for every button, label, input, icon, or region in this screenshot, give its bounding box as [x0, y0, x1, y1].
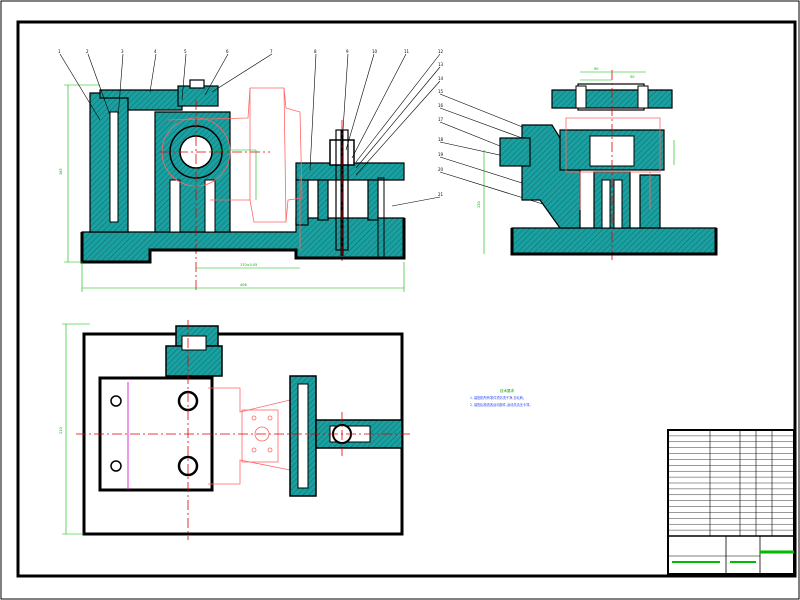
leader-line [341, 53, 349, 146]
dim-front-height: 185 [59, 168, 63, 175]
balloon-label: 11 [404, 49, 410, 54]
dim-side-top-a: 90 [594, 67, 598, 71]
balloon-label: 18 [438, 137, 444, 142]
balloon-label: 15 [438, 89, 444, 94]
leader-line [87, 53, 111, 116]
leader-line [355, 53, 441, 163]
side-dimensions: 90 50 130 [477, 67, 675, 254]
leader-line [345, 53, 375, 151]
plan-dimensions: 210 [59, 323, 90, 535]
balloon-label: 19 [438, 152, 444, 157]
balloon-label: 12 [438, 49, 444, 54]
leader-line [309, 53, 317, 171]
balloon-label: 20 [438, 167, 444, 172]
title-block [667, 429, 795, 575]
balloon-label: 8 [314, 49, 317, 54]
balloon-label: 2 [86, 49, 89, 54]
balloon-label: 3 [121, 49, 124, 54]
balloon-label: 4 [154, 49, 157, 54]
balloon-label: 21 [438, 192, 444, 197]
dim-front-width: 406 [240, 283, 247, 287]
balloon-label: 1 [58, 49, 61, 54]
dim-front-sub: 170±0.05 [240, 263, 257, 267]
inner-border [16, 20, 797, 578]
front-view [80, 79, 406, 290]
tech-req-line-2: 2. 装配后检查各运动部件,运动灵活无卡滞。 [470, 402, 532, 407]
leader-line [117, 53, 124, 119]
balloon-label: 9 [346, 49, 349, 54]
balloon-label: 7 [270, 49, 273, 54]
plan-view [76, 320, 410, 540]
leader-line [181, 53, 187, 101]
balloon-label: 14 [438, 76, 444, 81]
tech-req-line-1: 1. 装配前所有零件须清洗干净,去毛刺。 [470, 395, 526, 400]
balloon-label: 5 [184, 49, 187, 54]
leader-line [355, 80, 441, 176]
front-dimensions: 185 406 170±0.05 [59, 84, 405, 292]
dim-side-top-b: 50 [630, 75, 634, 79]
balloon-label: 6 [226, 49, 229, 54]
leader-line [149, 53, 157, 93]
leader-line [351, 53, 407, 159]
leader-line [204, 53, 229, 96]
dim-side-height: 130 [477, 201, 481, 208]
side-view [499, 70, 718, 260]
leader-line [59, 53, 101, 121]
leader-line [391, 196, 441, 207]
leader-line [439, 107, 523, 139]
leader-line [439, 121, 506, 149]
balloon-label: 13 [438, 62, 444, 67]
balloon-label: 17 [438, 117, 444, 122]
leader-line [355, 66, 441, 169]
balloon-label: 10 [372, 49, 378, 54]
leader-line [439, 93, 526, 129]
tech-req-title: 技术要求 [500, 388, 514, 393]
leader-line [211, 53, 273, 93]
balloon-label: 16 [438, 103, 444, 108]
dim-plan-height: 210 [59, 427, 63, 434]
technical-requirements: 技术要求 1. 装配前所有零件须清洗干净,去毛刺。 2. 装配后检查各运动部件,… [470, 388, 532, 407]
